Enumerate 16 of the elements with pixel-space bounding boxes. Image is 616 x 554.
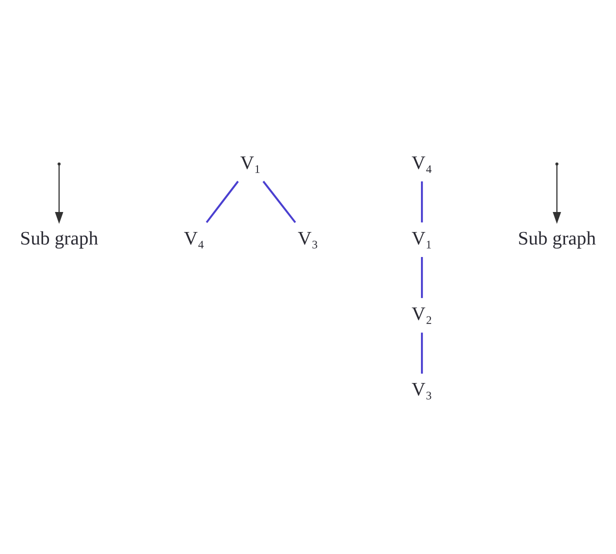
connector bbox=[206, 180, 239, 222]
node-text: V₄ bbox=[184, 228, 204, 249]
node-text: V₂ bbox=[412, 304, 432, 325]
node-text: V₃ bbox=[298, 228, 318, 249]
node-text: Sub graph bbox=[20, 228, 98, 249]
connector bbox=[420, 332, 423, 374]
node-text: V₄ bbox=[412, 152, 432, 174]
connector bbox=[420, 256, 423, 298]
connector bbox=[262, 180, 296, 222]
arrow bbox=[552, 164, 562, 224]
node-text: V₁ bbox=[412, 228, 432, 249]
connector bbox=[420, 180, 423, 222]
node-text: V₃ bbox=[412, 379, 432, 400]
node-text: V₁ bbox=[240, 152, 261, 174]
arrow bbox=[54, 164, 64, 224]
node-text: Sub graph bbox=[518, 228, 596, 249]
